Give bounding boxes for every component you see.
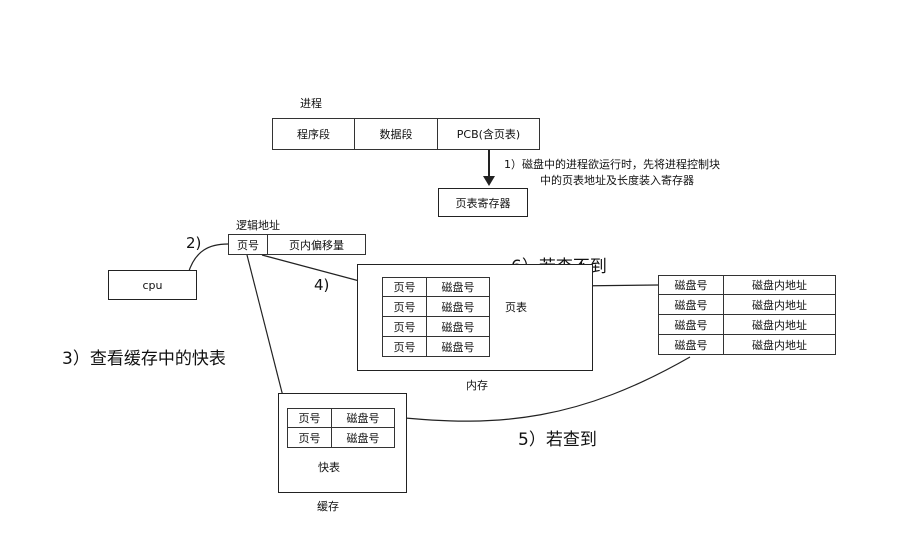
disk-table-row-cell: 磁盘号 [658,315,724,335]
process-segments: 程序段 数据段 PCB(含页表) [272,118,540,150]
logical-address: 页号 页内偏移量 [228,234,366,255]
logical-address-page-number: 页号 [228,234,268,255]
disk-table-row: 磁盘号磁盘内地址 [658,315,836,335]
page-table-row-cell: 页号 [382,277,427,297]
arrow-head-icon [483,176,495,186]
tlb-table: 页号磁盘号页号磁盘号 [287,408,395,448]
page-table-row-cell: 磁盘号 [427,277,490,297]
page-table-row: 页号磁盘号 [382,297,490,317]
segment-data: 数据段 [355,118,438,150]
page-table-row-cell: 磁盘号 [427,297,490,317]
page-table-row-cell: 页号 [382,337,427,357]
page-table-row-cell: 页号 [382,297,427,317]
disk-table-row: 磁盘号磁盘内地址 [658,335,836,355]
disk-table-row-cell: 磁盘内地址 [724,275,836,295]
page-table-row-cell: 磁盘号 [427,317,490,337]
cpu-box: cpu [108,270,197,300]
cache-label: 缓存 [317,500,339,513]
page-table-register: 页表寄存器 [438,188,528,217]
segment-program: 程序段 [272,118,355,150]
page-table: 页号磁盘号页号磁盘号页号磁盘号页号磁盘号 [382,277,490,357]
line-logical-address-to-tlb [246,254,290,421]
page-table-row: 页号磁盘号 [382,277,490,297]
logical-address-title: 逻辑地址 [236,219,280,232]
process-title: 进程 [300,97,322,110]
memory-label: 内存 [466,379,488,392]
logical-address-offset: 页内偏移量 [268,234,366,255]
page-table-row: 页号磁盘号 [382,317,490,337]
step3-label: 3）查看缓存中的快表 [62,349,226,369]
step5-label: 5）若查到 [518,430,597,450]
disk-table-row-cell: 磁盘号 [658,275,724,295]
disk-table-row-cell: 磁盘内地址 [724,315,836,335]
page-table-label: 页表 [505,301,527,314]
curve-cpu-to-logical-address [187,243,229,275]
tlb-row-cell: 页号 [287,428,332,448]
page-table-row-cell: 页号 [382,317,427,337]
step1-text-line2: 中的页表地址及长度装入寄存器 [540,174,694,187]
page-table-row-cell: 磁盘号 [427,337,490,357]
tlb-row-cell: 磁盘号 [332,408,395,428]
segment-pcb: PCB(含页表) [438,118,540,150]
tlb-row-cell: 页号 [287,408,332,428]
tlb-row: 页号磁盘号 [287,428,395,448]
disk-table-row-cell: 磁盘内地址 [724,335,836,355]
disk-table-row-cell: 磁盘内地址 [724,295,836,315]
disk-table-row: 磁盘号磁盘内地址 [658,275,836,295]
disk-table-row-cell: 磁盘号 [658,335,724,355]
step1-text-line1: 1）磁盘中的进程欲运行时，先将进程控制块 [504,158,720,171]
tlb-row: 页号磁盘号 [287,408,395,428]
tlb-label: 快表 [318,461,340,474]
curve-tlb-to-disk-table [394,356,691,422]
step4-label: 4) [314,276,330,294]
page-table-row: 页号磁盘号 [382,337,490,357]
disk-table-row-cell: 磁盘号 [658,295,724,315]
tlb-row-cell: 磁盘号 [332,428,395,448]
disk-table-row: 磁盘号磁盘内地址 [658,295,836,315]
step2-label: 2) [186,234,202,252]
disk-table: 磁盘号磁盘内地址磁盘号磁盘内地址磁盘号磁盘内地址磁盘号磁盘内地址 [658,275,836,355]
